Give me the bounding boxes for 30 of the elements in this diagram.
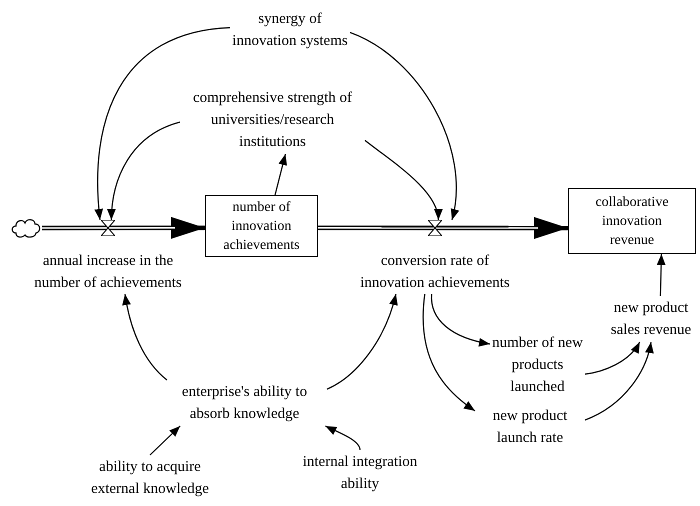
variable-label: new product launch rate [492,407,568,448]
variable-label: number of innovation achievements [222,198,301,254]
link-arrow [325,425,361,450]
stock-box [568,188,696,254]
variable-label: synergy of innovation systems [231,10,349,51]
variable-label: comprehensive strength of universities/research institutions [192,89,354,152]
link-arrow [122,294,168,380]
variable-label: new product sales revenue [610,299,692,340]
link-arrow [150,426,181,456]
link-arrow [431,294,490,346]
flow-pipe [318,216,568,239]
flow-pipe [42,216,205,239]
variable-label: internal integration ability [302,453,418,494]
variable-label: ability to acquire external knowledge [90,458,210,499]
variable-label: enterprise's ability to absorb knowledge [180,383,308,424]
link-arrow [364,140,442,220]
link-arrow [422,294,476,412]
link-arrow [584,342,640,375]
variable-label: annual increase in the number of achievements [33,252,183,293]
link-arrow [274,154,288,196]
link-arrow [584,342,654,421]
link-arrow [107,121,180,220]
link-arrow [94,27,230,220]
link-arrow [326,294,398,390]
link-arrow [656,254,666,296]
link-arrow [350,32,458,220]
variable-label: collaborative innovation revenue [594,194,670,250]
stock-box [205,195,318,257]
variable-label: number of new products launched [491,334,584,397]
variable-label: conversion rate of innovation achievements [359,252,511,293]
